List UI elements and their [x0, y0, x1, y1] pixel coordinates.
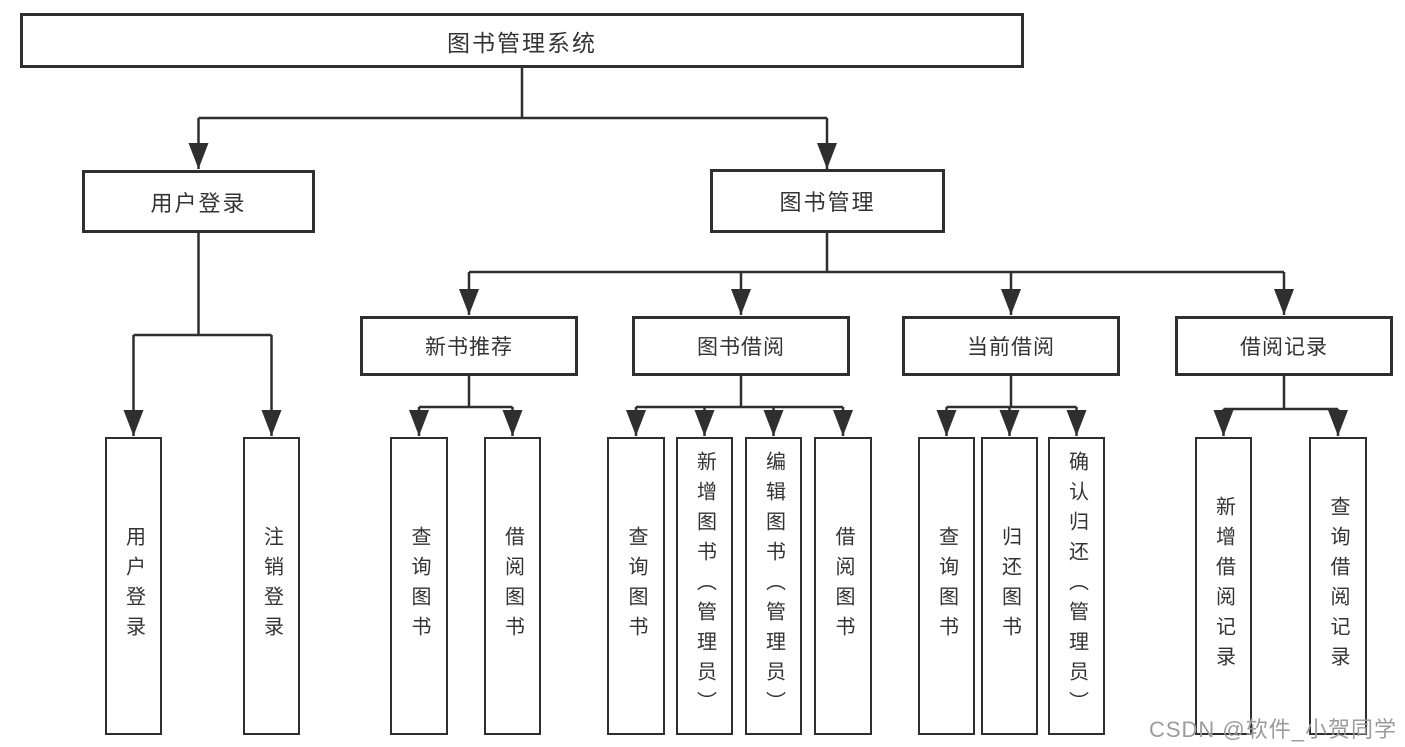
- node-label: 图书借阅: [697, 336, 785, 359]
- node-label: 用户登录: [122, 526, 145, 646]
- node-return-books: 归还图书: [981, 437, 1038, 735]
- node-label: 查询图书: [625, 526, 647, 646]
- node-query-books-borrowing: 查询图书: [607, 437, 665, 735]
- node-user-login-leaf: 用户登录: [105, 437, 162, 735]
- node-label: 编辑图书（管理员）: [762, 451, 785, 721]
- node-label: 查询借阅记录: [1327, 496, 1349, 676]
- node-borrow-books-leaf: 借阅图书: [814, 437, 872, 735]
- node-borrowing-records: 借阅记录: [1175, 316, 1393, 376]
- node-add-borrow-record: 新增借阅记录: [1195, 437, 1252, 735]
- node-label: 新书推荐: [425, 336, 513, 359]
- node-label: 用户登录: [150, 190, 247, 216]
- node-query-books-current: 查询图书: [918, 437, 975, 735]
- node-query-borrow-record: 查询借阅记录: [1309, 437, 1367, 735]
- node-book-management: 图书管理: [710, 169, 945, 233]
- node-logout: 注销登录: [243, 437, 300, 735]
- node-new-book-recommend: 新书推荐: [360, 316, 578, 376]
- node-label: 图书管理系统: [447, 29, 597, 56]
- node-label: 新增图书（管理员）: [693, 451, 716, 721]
- watermark: CSDN @软件_小贺同学: [1148, 717, 1397, 742]
- node-user-login: 用户登录: [82, 170, 315, 233]
- node-add-book-admin: 新增图书（管理员）: [676, 437, 733, 735]
- node-label: 注销登录: [260, 526, 283, 646]
- node-edit-book-admin: 编辑图书（管理员）: [745, 437, 802, 735]
- node-query-books-recommend: 查询图书: [390, 437, 448, 735]
- node-confirm-return-admin: 确认归还（管理员）: [1048, 437, 1105, 735]
- node-library-management-system: 图书管理系统: [20, 13, 1024, 68]
- node-label: 查询图书: [408, 526, 430, 646]
- node-label: 借阅图书: [832, 526, 854, 646]
- node-label: 归还图书: [998, 526, 1021, 646]
- node-book-borrowing: 图书借阅: [632, 316, 850, 376]
- node-label: 图书管理: [779, 190, 876, 215]
- node-borrow-books-recommend: 借阅图书: [484, 437, 541, 735]
- node-current-borrowing: 当前借阅: [902, 316, 1120, 376]
- node-label: 新增借阅记录: [1212, 496, 1235, 676]
- node-label: 借阅图书: [501, 526, 524, 646]
- node-label: 当前借阅: [967, 336, 1055, 359]
- node-label: 借阅记录: [1240, 336, 1328, 359]
- node-label: 确认归还（管理员）: [1065, 451, 1088, 721]
- node-label: 查询图书: [935, 526, 958, 646]
